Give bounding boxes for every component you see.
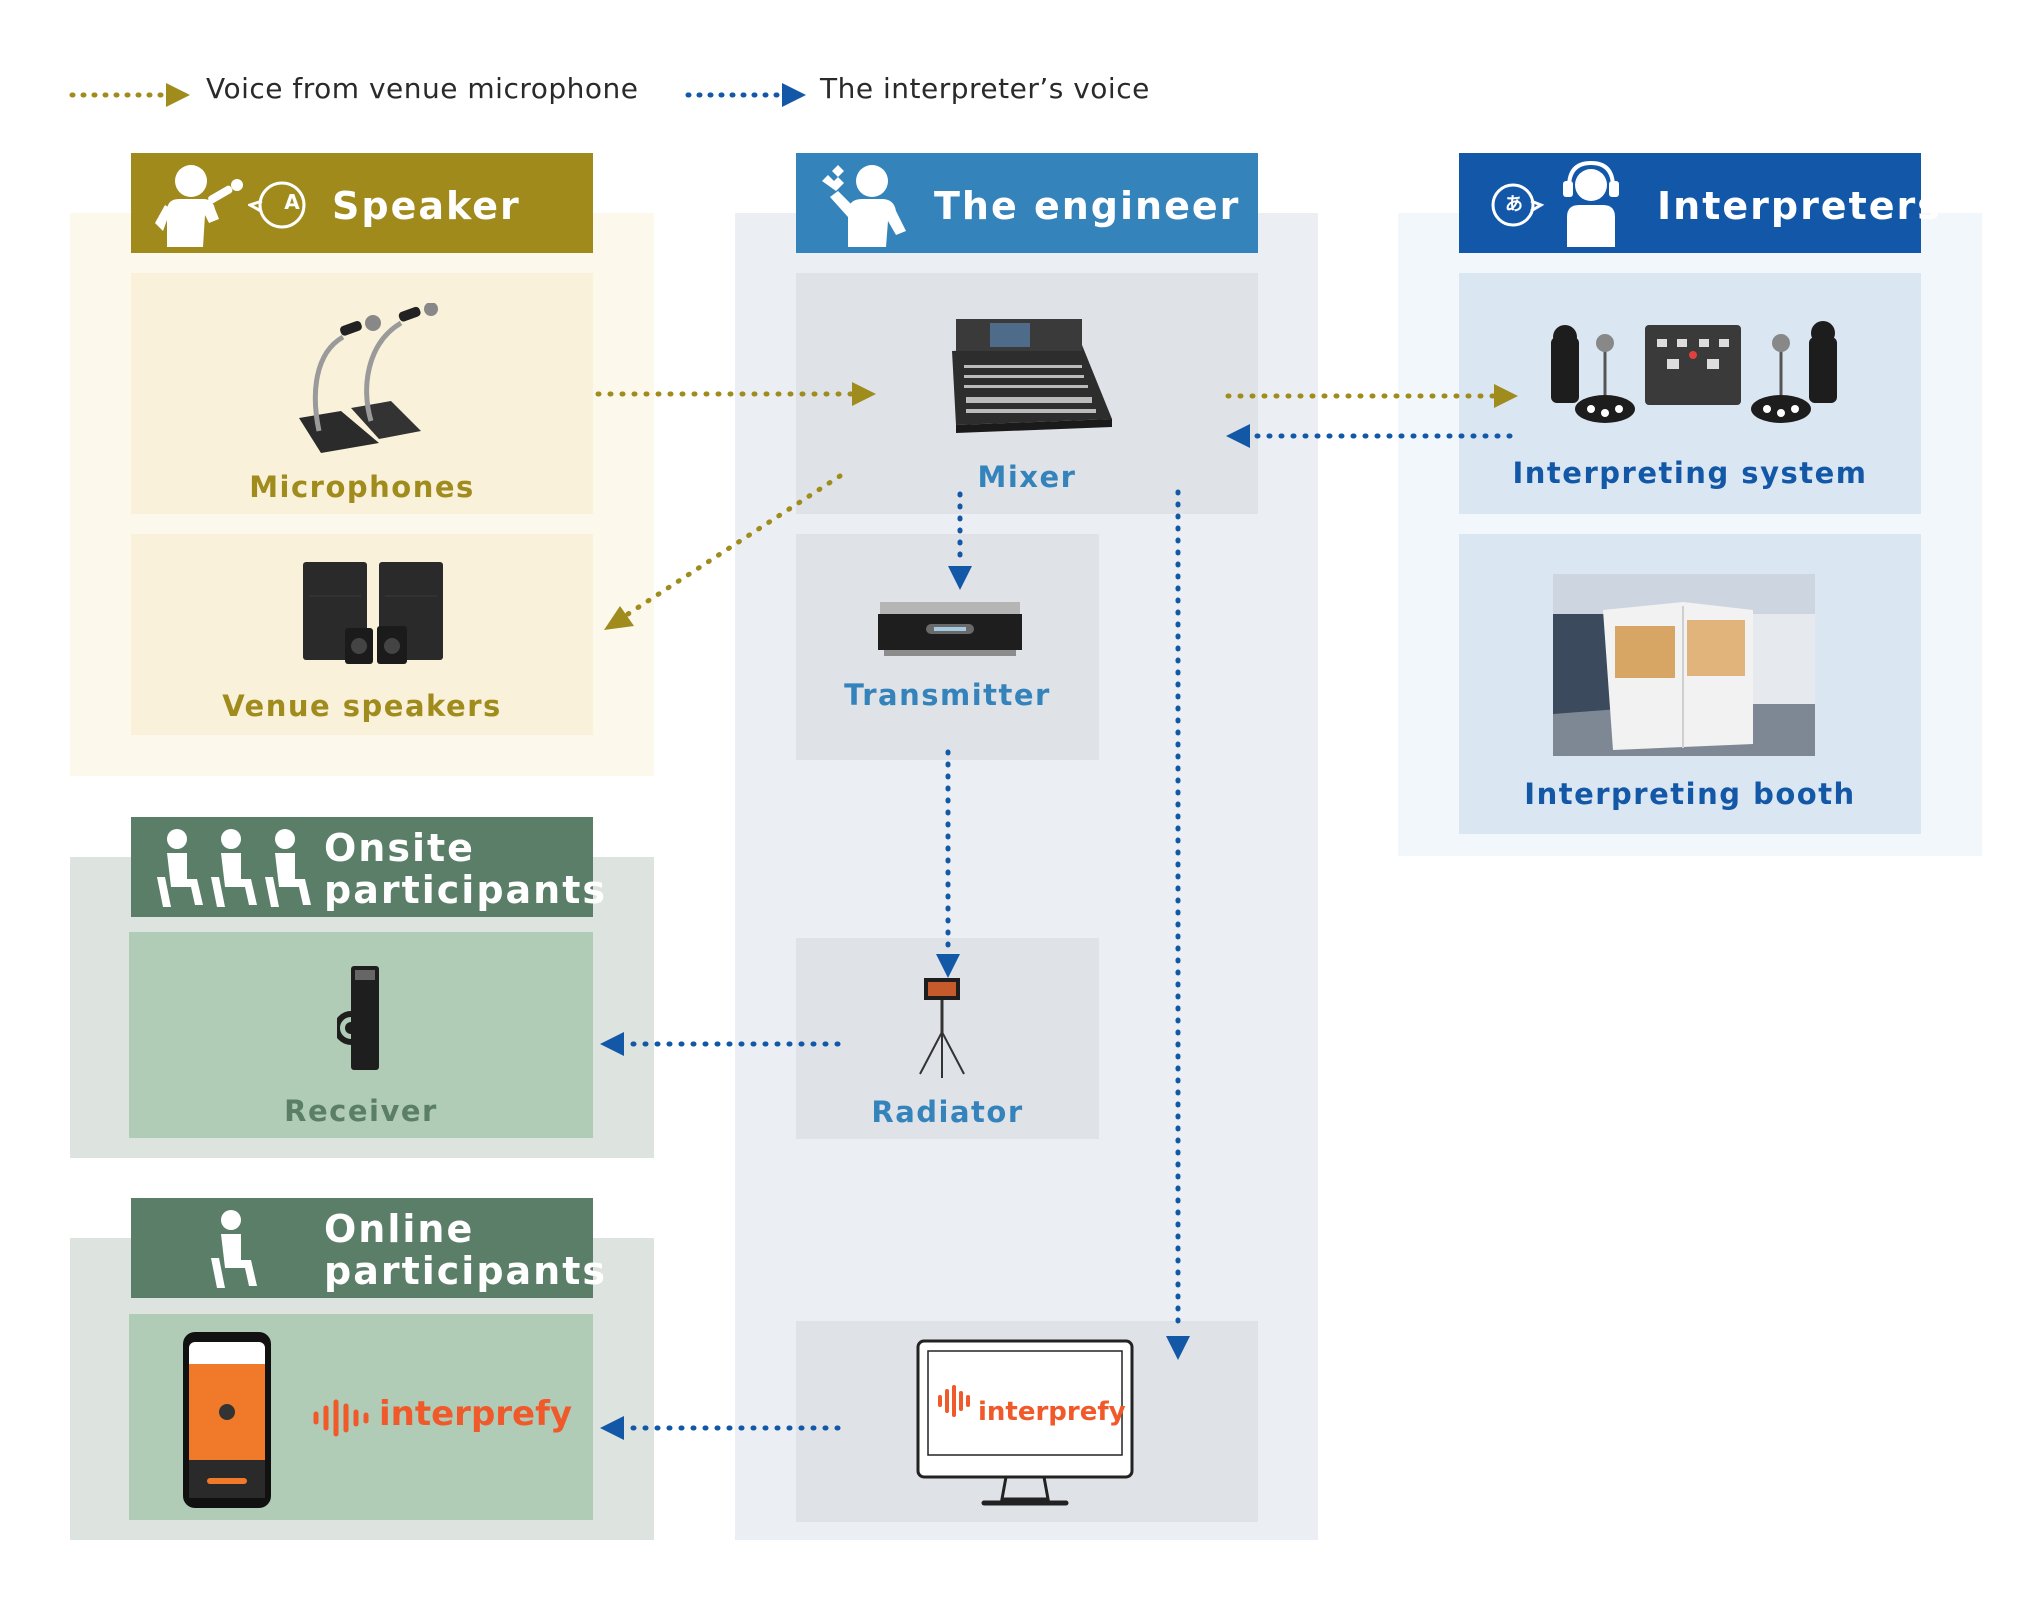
receiver-label: Receiver [284,1094,438,1128]
interpreting-system-label: Interpreting system [1512,456,1868,490]
legend-interpreter-label: The interpreter’s voice [820,72,1150,105]
arrow-mixer-to-monitor [1166,489,1190,1360]
onsite-title-line1: Onsite [324,826,475,870]
mixer-label: Mixer [977,460,1077,494]
transmitter-label: Transmitter [844,678,1051,712]
speaker-person-icon [155,165,243,247]
monitor-image [916,1339,1134,1506]
arrow-monitor-to-online-app [600,1416,841,1440]
microphones-label: Microphones [249,470,475,504]
interpreters-header: あ Interpreters [1459,153,1940,253]
legend-venue-arrow [69,83,190,107]
speaker-header: A Speaker [131,153,593,253]
speaker-badge-letter: A [284,190,300,214]
arrow-mixer-to-transmitter [948,491,972,590]
online-app-card: interprefy [129,1314,593,1520]
engineer-header: The engineer [796,153,1258,253]
arrow-mixer-to-venue-speakers [604,473,843,630]
microphones-card: Microphones [131,273,593,514]
online-header: Online participants [131,1198,605,1298]
radiator-image [919,978,965,1078]
monitor-logo-text: interprefy [978,1397,1126,1427]
mixer-image [952,319,1112,433]
interpreters-title: Interpreters [1657,184,1942,228]
speaker-title: Speaker [332,184,521,228]
onsite-title-line2: participants [324,868,608,912]
arrow-microphones-to-mixer [595,382,876,406]
interpreters-speech-bubble-icon [1491,183,1545,227]
microphones-image [299,303,438,453]
interpreting-booth-card: Interpreting booth [1459,534,1921,834]
radiator-label: Radiator [871,1095,1024,1129]
speaker-speech-bubble-icon [248,181,306,229]
interpreting-system-image [1551,321,1837,423]
interprefy-waveform-icon [313,1399,369,1437]
interpreting-system-card: Interpreting system [1459,273,1921,514]
engineer-wrench-person-icon [822,165,906,247]
receiver-card: Receiver [129,932,593,1138]
arrow-interpreting-system-to-mixer [1226,424,1513,448]
online-title-line2: participants [324,1249,608,1293]
engineer-title: The engineer [934,184,1241,228]
online-seated-person-icon [211,1210,257,1288]
legend-venue-label: Voice from venue microphone [206,72,639,105]
interpreter-headset-person-icon [1563,160,1619,247]
interpreting-booth-label: Interpreting booth [1524,777,1856,811]
monitor-card: interprefy [796,1321,1258,1522]
interpreting-booth-image [1553,574,1815,756]
smartphone-app-image [183,1332,271,1508]
receiver-image [337,966,379,1070]
arrow-radiator-to-receiver [600,1032,841,1056]
transmitter-card: Transmitter [796,534,1099,760]
interprefy-logo-text: interprefy [379,1394,573,1434]
onsite-header: Onsite participants [131,817,605,917]
transmitter-image [878,602,1022,656]
venue-speakers-image [303,562,443,664]
arrow-mixer-to-interpreting-system [1225,384,1518,408]
venue-speakers-label: Venue speakers [222,689,502,723]
online-title-line1: Online [324,1207,475,1251]
arrow-transmitter-to-radiator [936,749,960,978]
legend-interpreter-arrow [685,83,806,107]
venue-speakers-card: Venue speakers [131,534,593,735]
interpreters-badge-char: あ [1505,194,1523,215]
onsite-seated-people-icon [157,829,311,907]
